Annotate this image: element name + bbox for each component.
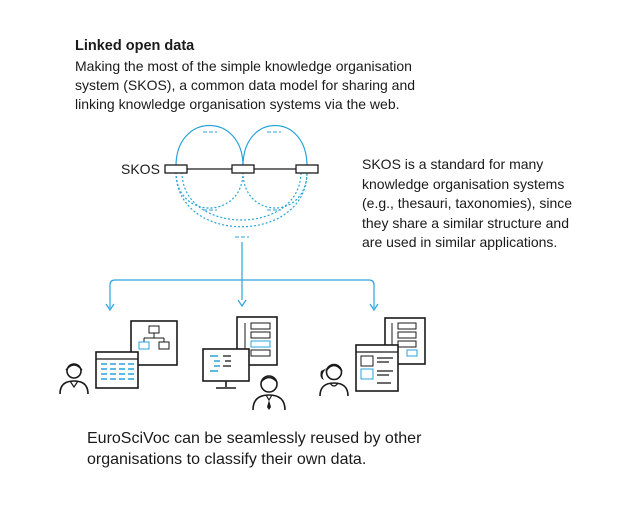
subtitle-line: system (SKOS), a common data model for s… (75, 77, 416, 93)
skos-node-left (164, 164, 188, 174)
arrowhead-left (105, 303, 115, 312)
subtitle-line: linking knowledge organisation systems v… (75, 96, 400, 112)
skos-node-right (295, 164, 319, 174)
description-line: (e.g., thesauri, taxonomies), since (362, 195, 573, 211)
bottom-arc-right (242, 171, 308, 209)
description-line: knowledge organisation systems (362, 175, 565, 192)
arrow-heads (105, 299, 379, 312)
footer-line: EuroSciVoc can be seamlessly reused by o… (87, 430, 422, 447)
skos-node-middle (231, 164, 255, 174)
arrow-right (242, 279, 375, 308)
arrowhead-right (369, 303, 379, 312)
description-line: are used in similar applications. (362, 234, 558, 250)
top-arc-left (175, 124, 244, 167)
bottom-arc-outer-2 (181, 171, 302, 221)
user-monitor-icon (202, 316, 286, 411)
skos-label: SKOS (121, 161, 160, 177)
distribution-arrows (109, 242, 375, 308)
footer-line: organisations to classify their own data… (87, 451, 367, 468)
user-table-icon (59, 320, 178, 395)
skos-arcs (175, 124, 308, 228)
footer-text: EuroSciVoc can be seamlessly reused by o… (87, 428, 527, 470)
skos-description: SKOS is a standard for many knowledge or… (362, 155, 612, 253)
arc-labels (203, 131, 281, 238)
description-line: SKOS is a standard for many (362, 156, 544, 172)
diagram-subtitle: Making the most of the simple knowledge … (75, 57, 455, 114)
subtitle-line: Making the most of the simple knowledge … (75, 58, 412, 74)
bottom-arc-outer (175, 171, 308, 228)
description-line: they share a similar structure and (362, 214, 569, 231)
arrowhead-center (237, 299, 247, 308)
diagram-title: Linked open data (75, 38, 195, 54)
arrow-left (109, 279, 242, 308)
top-arc-right (242, 124, 308, 167)
user-document-icon (319, 317, 426, 397)
